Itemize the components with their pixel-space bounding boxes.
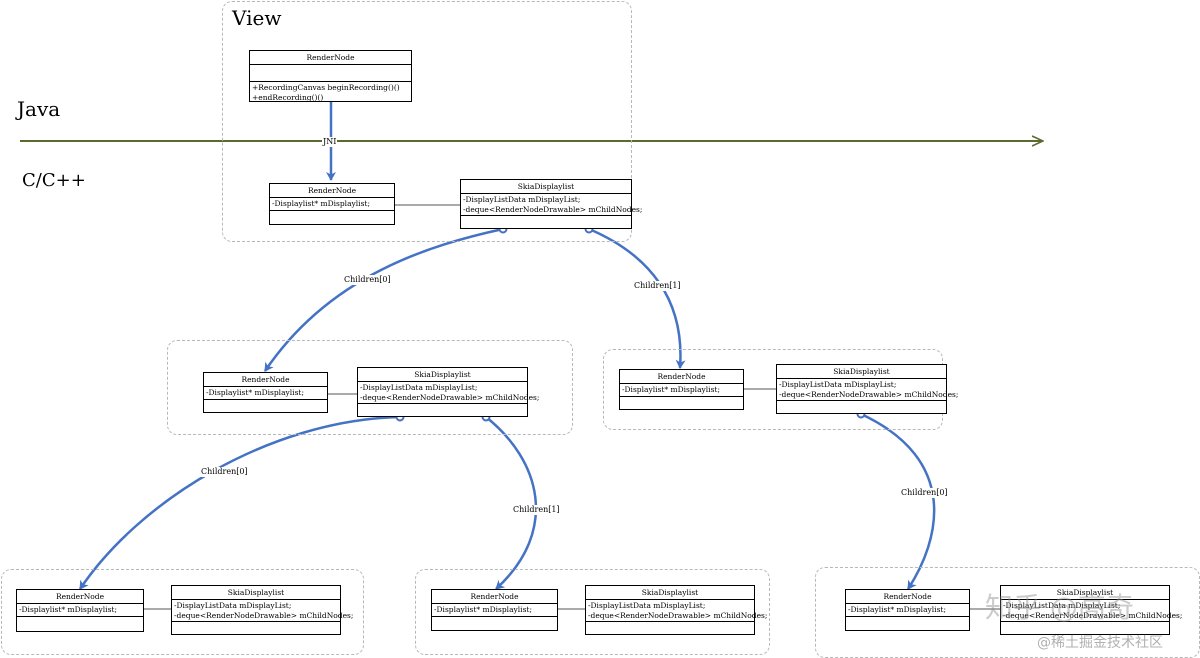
- class-attributes: -DisplayListData mDisplayList; -deque<Re…: [461, 194, 643, 216]
- edge-root-children0: [263, 227, 504, 372]
- class-attribute: -Displaylist* mDisplaylist;: [204, 387, 327, 400]
- class-attributes: -DisplayListData mDisplayList; -deque<Re…: [777, 379, 959, 401]
- class-attributes: -DisplayListData mDisplayList; -deque<Re…: [358, 382, 540, 404]
- class-attribute: -Displaylist* mDisplaylist;: [846, 604, 969, 617]
- watermark-sub: @稀土掘金技术社区: [1037, 635, 1163, 651]
- edge-level1-children1: [485, 416, 538, 590]
- field-child-nodes: -deque<RenderNodeDrawable> mChildNodes;: [463, 204, 643, 214]
- render-node-level2-a: RenderNode -Displaylist* mDisplaylist;: [16, 589, 144, 632]
- edge-label-level1-right-children0: Children[0]: [900, 488, 949, 498]
- edge-level1-right-children0: [860, 412, 936, 590]
- field-child-nodes: -deque<RenderNodeDrawable> mChildNodes;: [1003, 610, 1183, 620]
- cpp-label: C/C++: [22, 170, 86, 191]
- field-displaylist: -Displaylist* mDisplaylist;: [206, 388, 304, 397]
- class-name: RenderNode: [432, 590, 557, 604]
- class-name: RenderNode: [620, 370, 743, 384]
- class-attribute: -Displaylist* mDisplaylist;: [270, 198, 394, 211]
- level2-b-group: [415, 569, 770, 655]
- class-attributes: -DisplayListData mDisplayList; -deque<Re…: [172, 600, 354, 622]
- field-displaylist: -Displaylist* mDisplaylist;: [848, 605, 946, 614]
- field-displaylist-data: -DisplayListData mDisplayList;: [1003, 601, 1121, 610]
- skia-displaylist-level1-left: SkiaDisplaylist -DisplayListData mDispla…: [357, 367, 540, 417]
- field-displaylist: -Displaylist* mDisplaylist;: [434, 605, 532, 614]
- edge-label-root-children1: Children[1]: [633, 281, 682, 291]
- class-attributes: -DisplayListData mDisplayList; -deque<Re…: [1001, 600, 1183, 622]
- render-node-level1-right: RenderNode -Displaylist* mDisplaylist;: [619, 369, 744, 410]
- class-name: SkiaDisplaylist: [172, 586, 340, 600]
- class-attribute: -Displaylist* mDisplaylist;: [432, 604, 557, 617]
- level2-a-group: [1, 569, 364, 655]
- class-name: RenderNode: [250, 51, 411, 65]
- class-operations: +RecordingCanvas beginRecording()() +end…: [250, 82, 411, 103]
- class-name: SkiaDisplaylist: [461, 180, 631, 194]
- class-name: SkiaDisplaylist: [1001, 586, 1169, 600]
- field-displaylist-data: -DisplayListData mDisplayList;: [588, 601, 706, 610]
- field-displaylist: -Displaylist* mDisplaylist;: [622, 385, 720, 394]
- class-name: RenderNode: [204, 373, 327, 387]
- view-group: [222, 1, 632, 242]
- class-name: RenderNode: [846, 590, 969, 604]
- field-displaylist: -Displaylist* mDisplaylist;: [19, 605, 117, 614]
- class-name: RenderNode: [17, 590, 143, 604]
- field-displaylist-data: -DisplayListData mDisplayList;: [779, 380, 897, 389]
- class-attribute: -Displaylist* mDisplaylist;: [17, 604, 143, 617]
- view-title: View: [232, 6, 282, 30]
- operation-begin-recording: +RecordingCanvas beginRecording()(): [252, 83, 400, 92]
- render-node-level2-b: RenderNode -Displaylist* mDisplaylist;: [431, 589, 558, 631]
- render-node-level1-left: RenderNode -Displaylist* mDisplaylist;: [203, 372, 328, 413]
- skia-displaylist-level1-right: SkiaDisplaylist -DisplayListData mDispla…: [776, 364, 959, 414]
- field-child-nodes: -deque<RenderNodeDrawable> mChildNodes;: [360, 392, 540, 402]
- render-node-root: RenderNode -Displaylist* mDisplaylist;: [269, 183, 395, 225]
- skia-displaylist-level2-a: SkiaDisplaylist -DisplayListData mDispla…: [171, 585, 354, 635]
- class-attribute: -Displaylist* mDisplaylist;: [620, 384, 743, 397]
- java-render-node-class: RenderNode +RecordingCanvas beginRecordi…: [249, 50, 412, 102]
- field-displaylist: -Displaylist* mDisplaylist;: [272, 199, 370, 208]
- field-child-nodes: -deque<RenderNodeDrawable> mChildNodes;: [779, 389, 959, 399]
- field-displaylist-data: -DisplayListData mDisplayList;: [463, 195, 581, 204]
- edge-label-level1-children0: Children[0]: [200, 467, 249, 477]
- skia-displaylist-level2-b: SkiaDisplaylist -DisplayListData mDispla…: [585, 585, 768, 635]
- edge-root-children1: [588, 227, 686, 369]
- skia-displaylist-root: SkiaDisplaylist -DisplayListData mDispla…: [460, 179, 643, 229]
- level1-left-group: [167, 340, 573, 435]
- jni-label: JNI: [322, 137, 338, 147]
- skia-displaylist-level2-c: SkiaDisplaylist -DisplayListData mDispla…: [1000, 585, 1183, 635]
- class-name: SkiaDisplaylist: [777, 365, 946, 379]
- field-displaylist-data: -DisplayListData mDisplayList;: [360, 383, 478, 392]
- class-name: SkiaDisplaylist: [586, 586, 754, 600]
- field-displaylist-data: -DisplayListData mDisplayList;: [174, 601, 292, 610]
- watermark-main: 知乎 @高奇: [985, 591, 1134, 624]
- field-child-nodes: -deque<RenderNodeDrawable> mChildNodes;: [174, 610, 354, 620]
- edge-label-level1-children1: Children[1]: [512, 505, 561, 515]
- edge-label-root-children0: Children[0]: [343, 275, 392, 285]
- class-attributes: -DisplayListData mDisplayList; -deque<Re…: [586, 600, 768, 622]
- edge-level1-children0: [78, 415, 401, 590]
- class-name: SkiaDisplaylist: [358, 368, 527, 382]
- class-name: RenderNode: [270, 184, 394, 198]
- render-node-level2-c: RenderNode -Displaylist* mDisplaylist;: [845, 589, 970, 631]
- operation-end-recording: +endRecording()(): [252, 92, 324, 102]
- java-label: Java: [17, 97, 61, 121]
- class-attributes: [250, 65, 411, 82]
- field-child-nodes: -deque<RenderNodeDrawable> mChildNodes;: [588, 610, 768, 620]
